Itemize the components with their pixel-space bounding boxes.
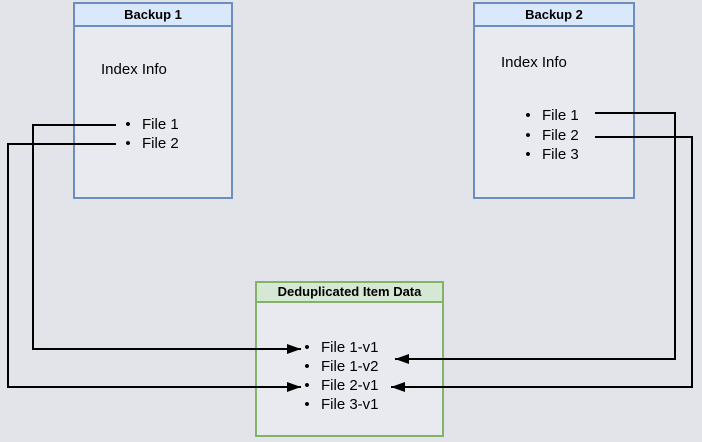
dedup-title: Deduplicated Item Data: [257, 283, 442, 303]
item-label: File 1-v1: [321, 339, 379, 356]
bullet-icon: •: [525, 127, 531, 144]
backup2-item-file3: • File 3: [523, 145, 579, 164]
item-label: File 2-v1: [321, 377, 379, 394]
item-label: File 3-v1: [321, 396, 379, 413]
dedup-item-file3-v1: • File 3-v1: [302, 395, 379, 414]
item-label: File 3: [542, 146, 579, 163]
bullet-icon: •: [304, 358, 310, 375]
dedup-body: • File 1-v1 • File 1-v2 • File 2-v1 • Fi…: [257, 303, 442, 435]
backup1-body: Index Info • File 1 • File 2: [75, 27, 231, 197]
bullet-icon: •: [125, 116, 131, 133]
item-label: File 2: [542, 127, 579, 144]
backup2-item-file2: • File 2: [523, 126, 579, 145]
backup1-item-file1: • File 1: [123, 115, 179, 134]
dedup-item-file1-v1: • File 1-v1: [302, 338, 379, 357]
dedup-item-file1-v2: • File 1-v2: [302, 357, 379, 376]
item-label: File 1: [142, 116, 179, 133]
backup1-item-file2: • File 2: [123, 134, 179, 153]
bullet-icon: •: [525, 146, 531, 163]
backup2-box: Backup 2 Index Info • File 1 • File 2 • …: [473, 2, 635, 199]
bullet-icon: •: [304, 377, 310, 394]
backup2-body: Index Info • File 1 • File 2 • File 3: [475, 27, 633, 197]
backup2-title: Backup 2: [475, 4, 633, 27]
dedup-item-file2-v1: • File 2-v1: [302, 376, 379, 395]
backup2-index-info-label: Index Info: [501, 54, 567, 71]
backup2-item-file1: • File 1: [523, 106, 579, 125]
backup1-index-info-label: Index Info: [101, 61, 167, 78]
item-label: File 1: [542, 107, 579, 124]
bullet-icon: •: [304, 396, 310, 413]
bullet-icon: •: [304, 339, 310, 356]
backup1-title: Backup 1: [75, 4, 231, 27]
bullet-icon: •: [525, 107, 531, 124]
item-label: File 2: [142, 135, 179, 152]
bullet-icon: •: [125, 135, 131, 152]
dedup-box: Deduplicated Item Data • File 1-v1 • Fil…: [255, 281, 444, 437]
item-label: File 1-v2: [321, 358, 379, 375]
backup1-box: Backup 1 Index Info • File 1 • File 2: [73, 2, 233, 199]
